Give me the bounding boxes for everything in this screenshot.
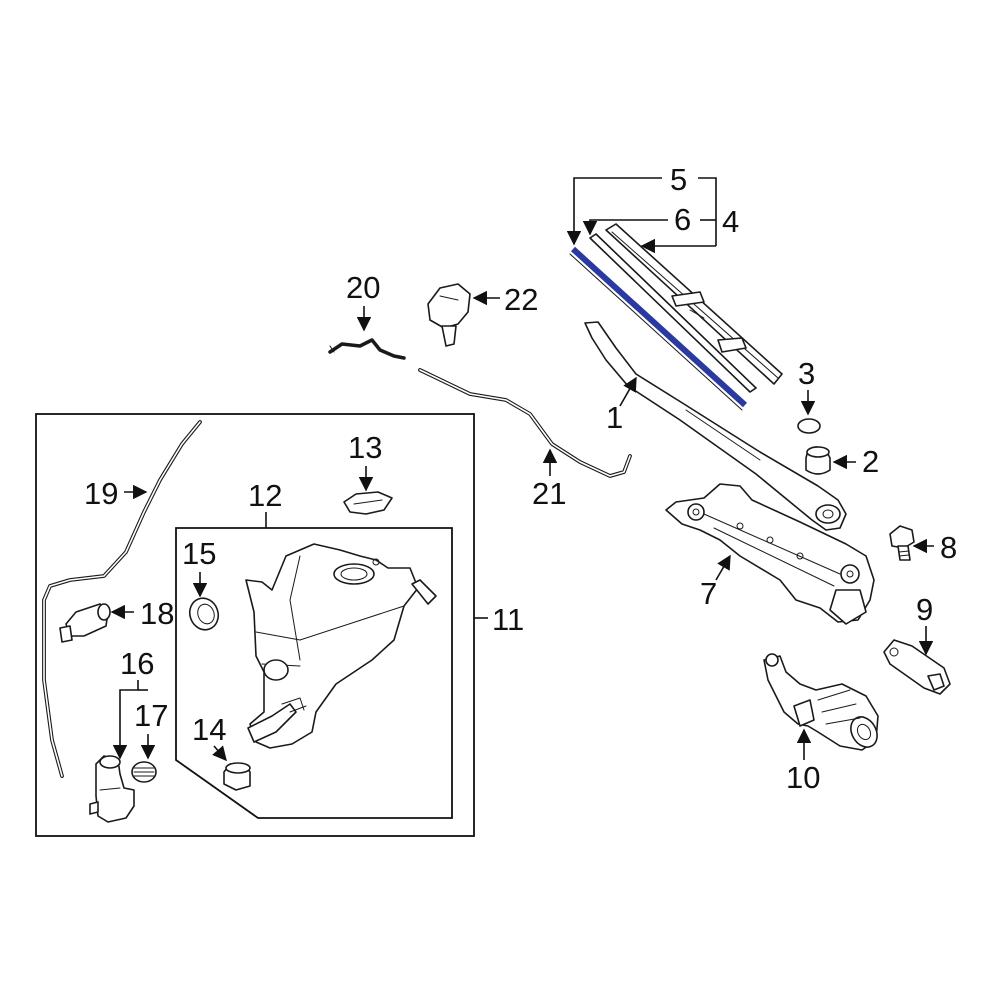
callout-13[interactable]: 13 bbox=[348, 430, 382, 465]
washer-hose-front[interactable] bbox=[418, 368, 632, 478]
callout-21[interactable]: 21 bbox=[532, 476, 566, 511]
grommet[interactable] bbox=[223, 762, 251, 791]
callout-22[interactable]: 22 bbox=[504, 282, 538, 317]
wiper-refill-insert[interactable] bbox=[569, 246, 748, 411]
callout-16[interactable]: 16 bbox=[120, 646, 154, 681]
callout-labels: 5 6 4 1 2 3 7 8 9 10 11 12 13 14 15 16 1… bbox=[84, 162, 957, 795]
callout-2[interactable]: 2 bbox=[862, 444, 879, 479]
callout-14[interactable]: 14 bbox=[192, 712, 226, 747]
wiper-blade-assembly[interactable] bbox=[605, 223, 783, 385]
callout-20[interactable]: 20 bbox=[346, 270, 380, 305]
seal-ring[interactable] bbox=[185, 594, 222, 634]
callout-12[interactable]: 12 bbox=[248, 478, 282, 513]
washer-hose[interactable] bbox=[42, 420, 202, 778]
callout-1[interactable]: 1 bbox=[606, 400, 623, 435]
pump-filter[interactable] bbox=[131, 761, 157, 783]
mounting-bolt[interactable] bbox=[889, 525, 915, 561]
callout-6[interactable]: 6 bbox=[674, 202, 691, 237]
callout-18[interactable]: 18 bbox=[140, 596, 174, 631]
washer-reservoir[interactable] bbox=[175, 527, 453, 819]
washer-nozzle[interactable] bbox=[427, 283, 471, 347]
wiper-linkage[interactable] bbox=[665, 483, 875, 625]
callout-5[interactable]: 5 bbox=[670, 162, 687, 197]
callout-10[interactable]: 10 bbox=[786, 760, 820, 795]
callout-19[interactable]: 19 bbox=[84, 476, 118, 511]
pivot-cap[interactable] bbox=[805, 446, 831, 475]
callout-7[interactable]: 7 bbox=[700, 576, 717, 611]
callout-15[interactable]: 15 bbox=[182, 536, 216, 571]
washer[interactable] bbox=[797, 418, 821, 434]
check-valve[interactable] bbox=[59, 603, 111, 643]
callout-3[interactable]: 3 bbox=[798, 356, 815, 391]
callout-4[interactable]: 4 bbox=[722, 204, 739, 239]
wiper-motor[interactable] bbox=[763, 653, 882, 752]
callout-11[interactable]: 11 bbox=[492, 602, 524, 637]
leader-lines bbox=[110, 177, 934, 762]
callout-9[interactable]: 9 bbox=[916, 592, 933, 627]
washer-system-group bbox=[35, 413, 475, 837]
motor-bracket[interactable] bbox=[883, 639, 951, 695]
callout-8[interactable]: 8 bbox=[940, 530, 957, 565]
washer-pump[interactable] bbox=[89, 755, 135, 823]
hose-clip[interactable] bbox=[328, 338, 406, 360]
callout-17[interactable]: 17 bbox=[134, 698, 168, 733]
filler-cap[interactable] bbox=[343, 491, 393, 515]
